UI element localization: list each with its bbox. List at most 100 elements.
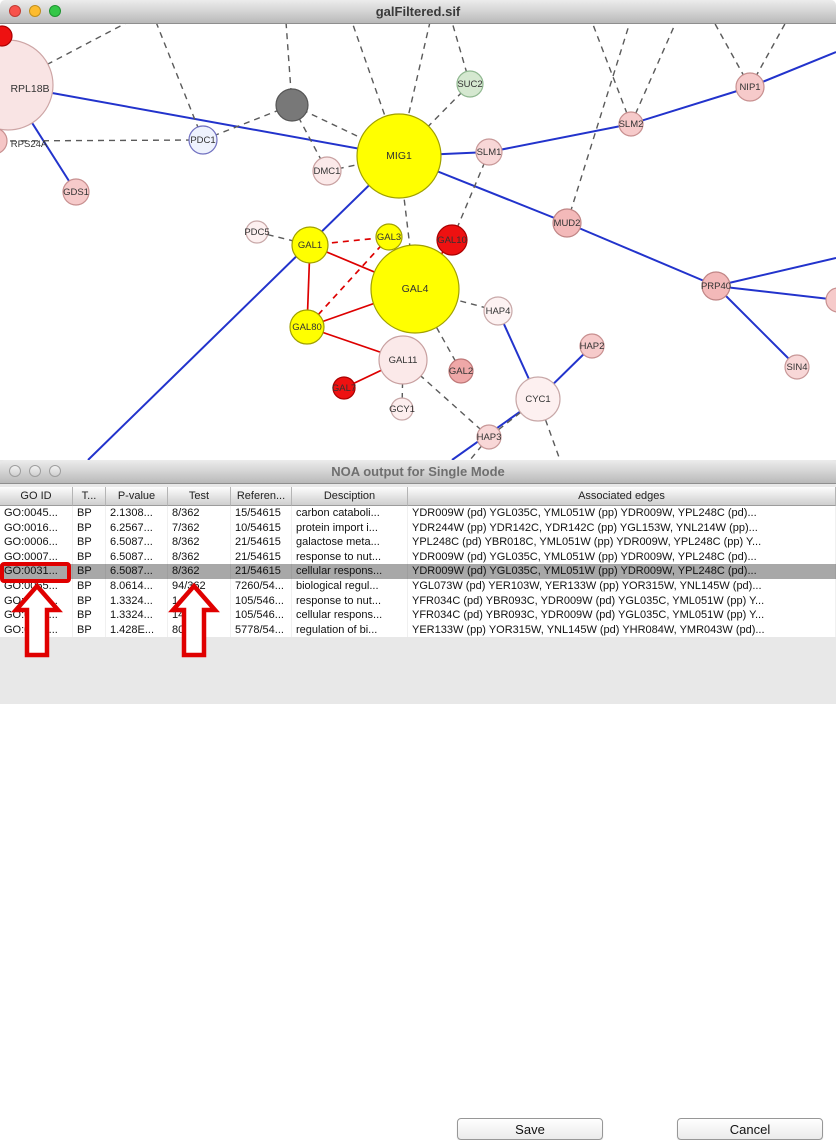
column-header-associated-edges[interactable]: Associated edges: [408, 487, 836, 506]
graph-node-label: HAP3: [477, 432, 502, 443]
graph-node-label: PDC1: [190, 135, 215, 146]
graph-edge: [630, 21, 677, 125]
graph-node-gal10[interactable]: [436, 224, 468, 256]
graph-node-suc2[interactable]: [456, 70, 484, 98]
graph-node-label: SLM1: [477, 147, 502, 158]
table-cell: response to nut...: [292, 593, 408, 609]
graph-node-cyc1[interactable]: [515, 376, 561, 422]
table-cell: 8/362: [168, 506, 231, 521]
table-cell: YFR034C (pd) YBR093C, YDR009W (pd) YGL03…: [408, 593, 836, 609]
table-cell: GO:0050...: [0, 622, 73, 638]
graph-node-redtl[interactable]: [0, 25, 13, 47]
graph-node-dark[interactable]: [275, 88, 309, 122]
graph-node-rps24a[interactable]: [0, 128, 8, 154]
graph-node-hap4[interactable]: [483, 296, 513, 326]
table-cell: BP: [73, 578, 106, 594]
graph-edge: [566, 222, 717, 287]
graph-node-prp40[interactable]: [701, 271, 731, 301]
table-cell: 1.3324...: [106, 593, 168, 609]
column-header-t[interactable]: T...: [73, 487, 106, 506]
table-cell: cellular respons...: [292, 564, 408, 579]
graph-edge: [291, 104, 400, 157]
graph-node-dmc1[interactable]: [312, 156, 342, 186]
network-window-titlebar[interactable]: galFiltered.sif: [0, 0, 836, 24]
graph-node-pdc5[interactable]: [245, 220, 269, 244]
column-header-go-id[interactable]: GO ID: [0, 487, 73, 506]
graph-node-gal7[interactable]: [332, 376, 356, 400]
table-cell: response to nut...: [292, 549, 408, 565]
zoom-button[interactable]: [49, 5, 61, 17]
graph-edge: [488, 123, 632, 153]
graph-node-mig1[interactable]: [356, 113, 442, 199]
table-cell: YPL248C (pd) YBR018C, YML051W (pp) YDR00…: [408, 535, 836, 550]
close-button[interactable]: [9, 5, 21, 17]
table-cell: GO:0065...: [0, 578, 73, 594]
graph-node-gal80[interactable]: [289, 309, 325, 345]
table-cell: BP: [73, 564, 106, 579]
graph-node-gal2[interactable]: [448, 358, 474, 384]
table-cell: 7/362: [168, 520, 231, 536]
graph-node-gds1[interactable]: [62, 178, 90, 206]
graph-node-nip1[interactable]: [735, 72, 765, 102]
graph-node-slm1[interactable]: [475, 138, 503, 166]
column-header-referen[interactable]: Referen...: [231, 487, 292, 506]
zoom-button[interactable]: [49, 465, 61, 477]
graph-node-noder[interactable]: [825, 287, 836, 313]
graph-node-label: GAL3: [377, 232, 401, 243]
graph-node-label: PRP40: [701, 281, 731, 292]
table-cell: YDR009W (pd) YGL035C, YML051W (pp) YDR00…: [408, 506, 836, 521]
graph-node-label: RPS24A: [11, 139, 48, 150]
window-title: galFiltered.sif: [375, 4, 461, 19]
graph-edge: [7, 84, 400, 157]
close-button[interactable]: [9, 465, 21, 477]
graph-edge: [306, 236, 390, 328]
column-header-test[interactable]: Test: [168, 487, 231, 506]
graph-node-hap2[interactable]: [579, 333, 605, 359]
graph-edge: [0, 139, 204, 142]
minimize-button[interactable]: [29, 465, 41, 477]
table-cell: carbon cataboli...: [292, 506, 408, 521]
graph-node-gal4[interactable]: [370, 244, 460, 334]
graph-node-label: SLM2: [619, 119, 644, 130]
graph-edge: [591, 21, 632, 125]
table-cell: 21/54615: [231, 549, 292, 565]
graph-node-label: GAL7: [332, 383, 356, 394]
minimize-button[interactable]: [29, 5, 41, 17]
table-cell: BP: [73, 535, 106, 550]
column-header-desciption[interactable]: Desciption: [292, 487, 408, 506]
table-cell: YDR244W (pp) YDR142C, YDR142C (pp) YGL15…: [408, 520, 836, 536]
graph-node-gal3[interactable]: [375, 223, 403, 251]
table-cell: 8/362: [168, 549, 231, 565]
graph-node-gal11[interactable]: [378, 335, 428, 385]
table-cell: GO:0031...: [0, 564, 73, 579]
graph-edge: [155, 21, 204, 141]
graph-node-sin4[interactable]: [784, 354, 810, 380]
graph-node-pdc1[interactable]: [188, 125, 218, 155]
graph-node-mud2[interactable]: [552, 208, 582, 238]
table-cell: 14/362: [168, 608, 231, 623]
graph-node-hap3[interactable]: [476, 424, 502, 450]
cancel-button[interactable]: Cancel: [677, 1118, 823, 1140]
graph-node-label: PDC5: [244, 227, 269, 238]
save-button[interactable]: Save: [457, 1118, 603, 1140]
noa-window-titlebar[interactable]: NOA output for Single Mode: [0, 460, 836, 484]
column-header-p-value[interactable]: P-value: [106, 487, 168, 506]
graph-edge: [398, 83, 471, 157]
table-cell: cellular respons...: [292, 608, 408, 623]
graph-node-slm2[interactable]: [618, 111, 644, 137]
graph-node-gcy1[interactable]: [390, 397, 414, 421]
graph-node-gal1[interactable]: [291, 226, 329, 264]
